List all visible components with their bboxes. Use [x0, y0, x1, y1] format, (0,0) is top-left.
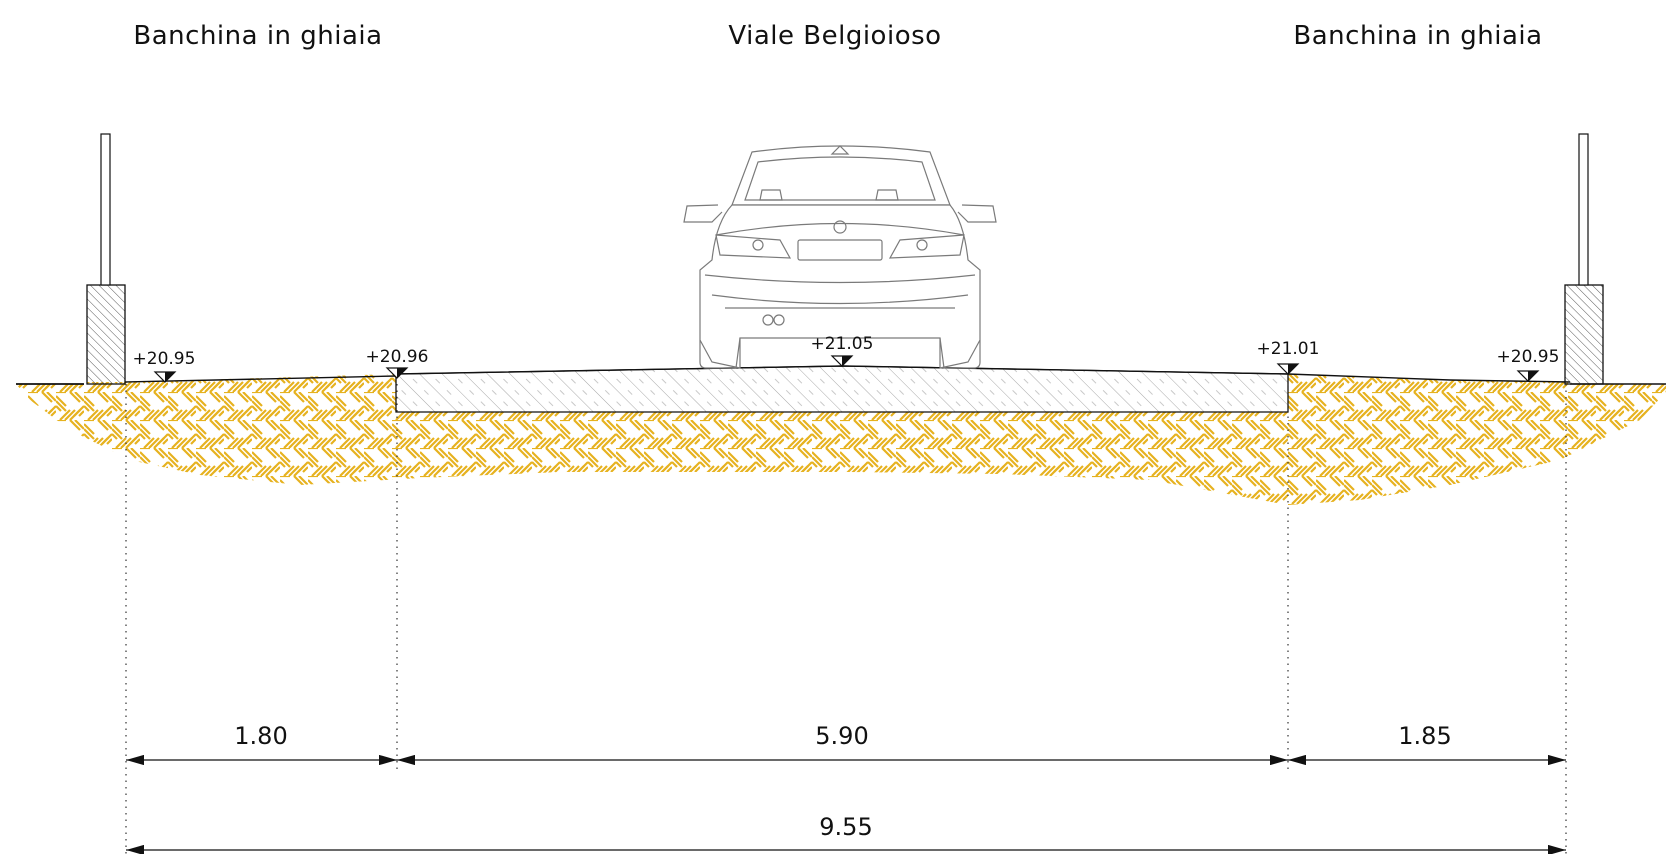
dimension-right-label: 1.85: [1398, 722, 1451, 750]
dimension-line-center: 5.90: [397, 722, 1288, 766]
road-name-label: Viale Belgioioso: [728, 21, 941, 51]
left-shoulder-label: Banchina in ghiaia: [133, 21, 382, 51]
gravel-ground: [16, 374, 1666, 505]
elevation-label: +20.95: [133, 349, 196, 369]
elevation-marker: +21.01: [1257, 339, 1320, 375]
elevation-marker: +20.95: [1497, 347, 1560, 382]
dimension-left-label: 1.80: [234, 722, 287, 750]
elevation-label: +20.96: [366, 347, 429, 367]
dimension-line-total: 9.55: [126, 813, 1566, 856]
left-curb: [86, 133, 126, 385]
elevation-label: +21.05: [811, 334, 874, 354]
dimension-center-label: 5.90: [815, 722, 868, 750]
right-shoulder-label: Banchina in ghiaia: [1293, 21, 1542, 51]
car-rear-view: [683, 145, 997, 369]
elevation-label: +20.95: [1497, 347, 1560, 367]
elevation-label: +21.01: [1257, 339, 1320, 359]
elevation-marker: +20.96: [366, 347, 429, 379]
extension-lines: [125, 384, 1567, 854]
dimension-line-right: 1.85: [1288, 722, 1566, 766]
right-curb: [1564, 133, 1604, 385]
surface-profile: [16, 365, 1666, 385]
dimension-line-left: 1.80: [126, 722, 397, 766]
dimension-total-label: 9.55: [819, 813, 872, 841]
elevation-marker: +20.95: [133, 349, 196, 383]
asphalt-pavement: [395, 365, 1289, 413]
elevation-marker: +21.05: [811, 334, 874, 367]
